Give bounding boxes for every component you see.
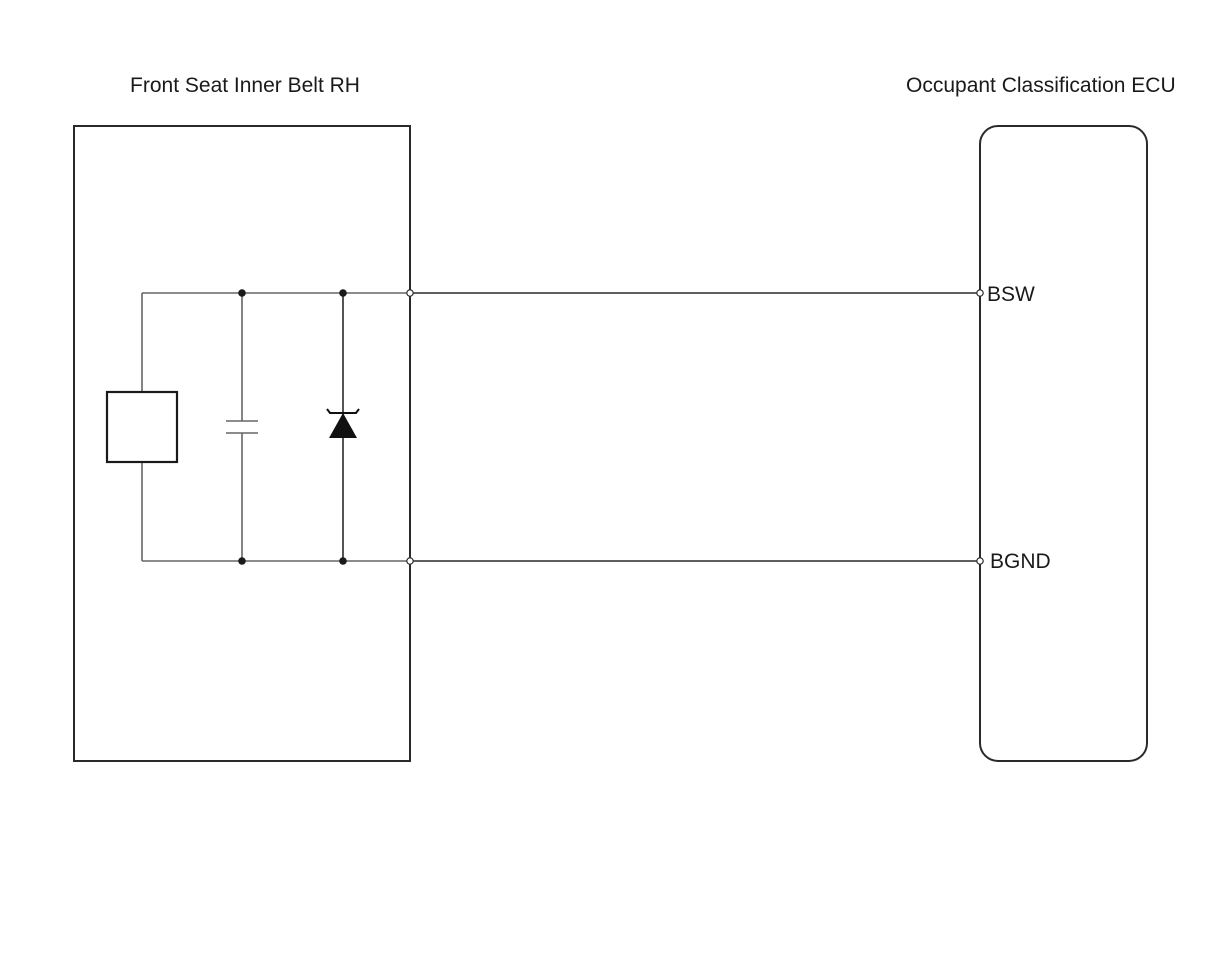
belt-terminal-top	[406, 289, 414, 297]
zener-diode-icon	[326, 293, 360, 561]
capacitor-icon	[226, 293, 258, 561]
sensor-switch-icon	[105, 390, 179, 464]
junction-dot	[339, 289, 347, 297]
junction-dot	[238, 557, 246, 565]
right-component-frame	[979, 125, 1148, 762]
pin-label-bgnd: BGND	[990, 550, 1051, 573]
junction-dot	[339, 557, 347, 565]
left-component-frame	[73, 125, 411, 762]
pin-label-bsw: BSW	[987, 283, 1035, 306]
ecu-terminal-bsw	[976, 289, 984, 297]
junction-dot	[238, 289, 246, 297]
left-component-title: Front Seat Inner Belt RH	[130, 74, 360, 97]
ecu-terminal-bgnd	[976, 557, 984, 565]
belt-terminal-bottom	[406, 557, 414, 565]
right-component-title: Occupant Classification ECU	[906, 74, 1176, 97]
